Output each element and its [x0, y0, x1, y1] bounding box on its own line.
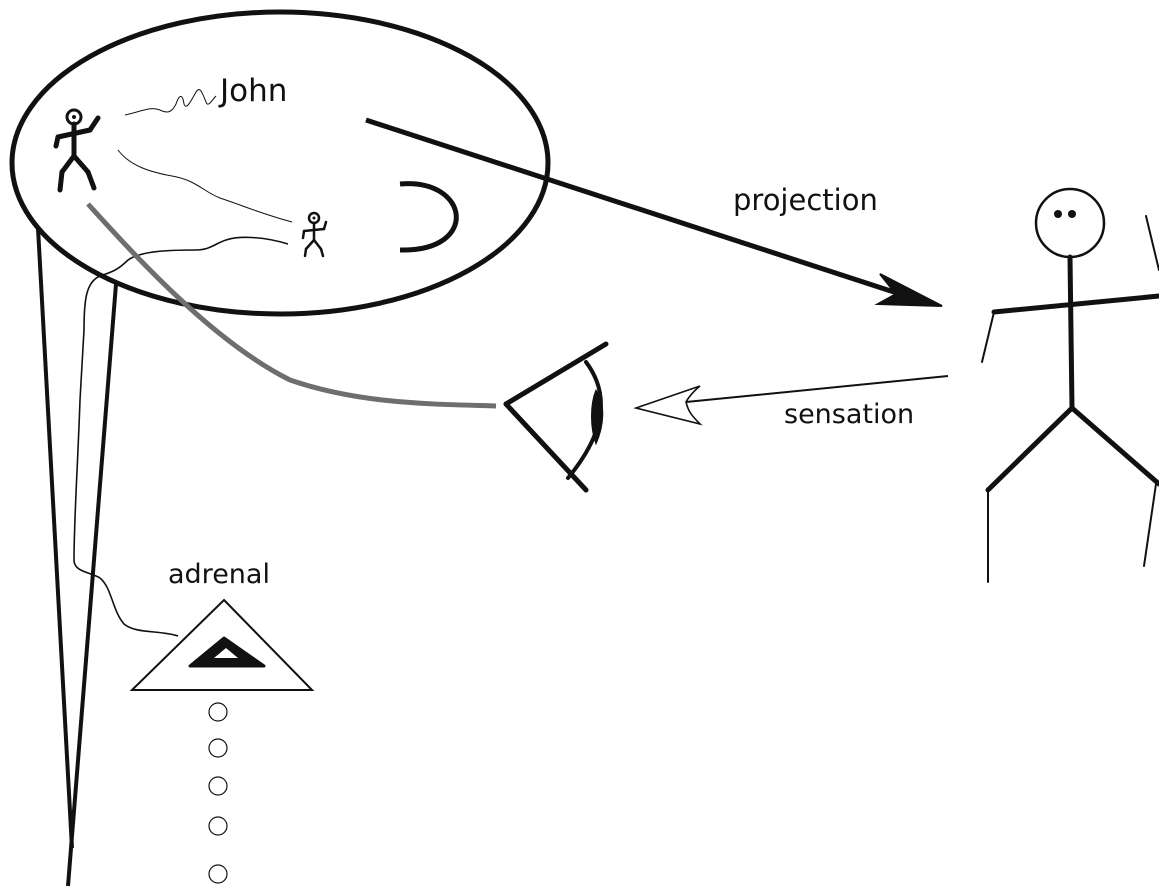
name-label: John	[218, 73, 287, 109]
projection-label: projection	[733, 183, 878, 217]
secretion-dot	[208, 738, 228, 758]
self-figure-icon	[53, 108, 101, 193]
secretion-dot	[208, 816, 228, 836]
secretion-dots	[208, 702, 228, 884]
secretion-dot	[208, 702, 228, 722]
sensory-pathway	[86, 202, 497, 409]
eye-icon	[503, 341, 609, 493]
external-person-icon	[981, 187, 1159, 583]
projection-arrow	[365, 117, 943, 307]
other-figure-icon	[301, 211, 328, 258]
sensation-arrow	[633, 375, 949, 426]
adrenal-gland-icon	[129, 598, 315, 691]
mind-ellipse	[9, 9, 551, 317]
name-squiggle	[124, 89, 217, 116]
nerve-line	[73, 236, 289, 637]
trunk-left-line	[36, 227, 74, 849]
adrenal-label: adrenal	[168, 559, 270, 590]
secretion-dot	[208, 864, 228, 884]
trunk-right-line	[66, 283, 118, 887]
projected-arc-icon	[399, 181, 459, 253]
thought-squiggle	[117, 149, 293, 223]
body-trunk	[36, 227, 118, 887]
sensation-label: sensation	[784, 399, 914, 430]
secretion-dot	[208, 776, 228, 796]
